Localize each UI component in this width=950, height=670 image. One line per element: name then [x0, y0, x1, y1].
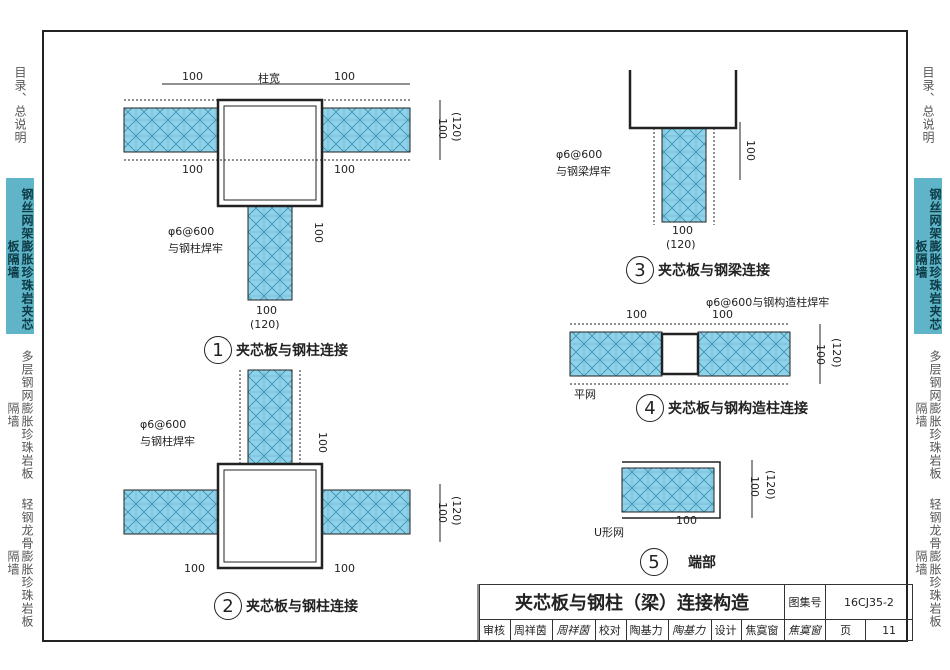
d1-dim-height-alt: (120): [450, 112, 463, 142]
d3-number: 3: [626, 256, 654, 284]
d3-dim-vertical: 100: [744, 140, 757, 161]
d4-mesh-label: 平网: [574, 388, 596, 401]
title-block-title: 夹芯板与钢柱（梁）连接构造: [479, 584, 785, 620]
d1-dim-bottom-right: 100: [334, 163, 355, 176]
reviewer-signature: 周祥茵: [552, 619, 596, 641]
detail-5-drawing: [621, 460, 753, 519]
d4-weld-spec: φ6@600与钢构造柱焊牢: [706, 296, 830, 309]
d4-dim-right: 100: [712, 308, 733, 321]
d5-mesh-label: U形网: [594, 526, 625, 539]
d3-weld-note: 与钢梁焊牢: [556, 165, 611, 178]
d3-dim-bottom: 100: [672, 224, 693, 237]
d5-number: 5: [640, 548, 668, 576]
detail-3-drawing: [628, 70, 741, 225]
d2-dim-vertical: 100: [316, 432, 329, 453]
d4-dim-height: 100: [814, 344, 827, 365]
d2-dim-height-alt: (120): [450, 496, 463, 526]
sidebar-right-item-contents[interactable]: 目录、总说明: [921, 66, 935, 144]
d1-dim-column-width: 柱宽: [258, 72, 280, 85]
d2-weld-note: 与钢柱焊牢: [140, 435, 195, 448]
d2-weld-spec: φ6@600: [140, 418, 187, 431]
d1-dim-bottom: 100: [256, 304, 277, 317]
d4-dim-height-alt: (120): [830, 338, 843, 368]
title-block: 夹芯板与钢柱（梁）连接构造 图集号 16CJ35-2 审核 周祥茵 周祥茵 校对…: [479, 584, 913, 641]
detail-2-drawing: [123, 369, 441, 570]
detail-4-drawing: [569, 323, 821, 385]
checker-signature: 陶基力: [668, 619, 712, 641]
d1-dim-vertical: 100: [312, 222, 325, 243]
sidebar-item-light-steel-keel[interactable]: 轻钢龙骨膨胀珍珠岩板隔墙: [6, 498, 34, 628]
sidebar-item-contents[interactable]: 目录、总说明: [13, 66, 27, 144]
sidebar-right-item-steel-mesh-sandwich[interactable]: 钢丝网架膨胀珍珠岩夹芯板隔墙: [914, 178, 942, 334]
d5-dim-height-alt: (120): [764, 470, 777, 500]
d2-dim-bottom-left: 100: [184, 562, 205, 575]
designer-signature: 焦寞窗: [784, 619, 826, 641]
check-label: 校对: [594, 619, 627, 641]
d3-weld-spec: φ6@600: [556, 148, 603, 161]
d1-number: 1: [204, 336, 232, 364]
sidebar-item-steel-mesh-sandwich[interactable]: 钢丝网架膨胀珍珠岩夹芯板隔墙: [6, 178, 34, 334]
d3-dim-bottom-alt: (120): [666, 238, 696, 251]
d1-dim-height: 100: [436, 118, 449, 139]
review-label: 审核: [479, 619, 511, 641]
sidebar-item-multilayer-mesh[interactable]: 多层钢网膨胀珍珠岩板隔墙: [6, 350, 34, 480]
d5-title-text: 端部: [688, 555, 716, 571]
page-number: 11: [865, 619, 913, 641]
checker-name: 陶基力: [625, 619, 670, 641]
d2-title-text: 夹芯板与钢柱连接: [246, 599, 358, 615]
atlas-number: 16CJ35-2: [825, 584, 913, 620]
d1-dim-bottom-alt: (120): [250, 318, 280, 331]
d4-dim-left: 100: [626, 308, 647, 321]
reviewer-name: 周祥茵: [509, 619, 554, 641]
d2-dim-bottom-right: 100: [334, 562, 355, 575]
d1-dim-bottom-left: 100: [182, 163, 203, 176]
design-label: 设计: [710, 619, 743, 641]
d5-title: 5 端部: [640, 548, 716, 576]
d1-title-text: 夹芯板与钢柱连接: [236, 343, 348, 359]
d2-number: 2: [214, 592, 242, 620]
atlas-label: 图集号: [784, 584, 826, 620]
d4-number: 4: [636, 394, 664, 422]
d5-dim-height: 100: [748, 476, 761, 497]
d1-dim-right: 100: [334, 70, 355, 83]
d3-title-text: 夹芯板与钢梁连接: [658, 263, 770, 279]
drawing-frame: [42, 30, 908, 642]
d2-dim-height: 100: [436, 502, 449, 523]
d1-dim-left: 100: [182, 70, 203, 83]
sidebar-right-item-multilayer-mesh[interactable]: 多层钢网膨胀珍珠岩板隔墙: [914, 350, 942, 480]
d1-weld-spec: φ6@600: [168, 225, 215, 238]
page-label: 页: [824, 619, 867, 641]
d5-dim-bottom: 100: [676, 514, 697, 527]
d1-weld-note: 与钢柱焊牢: [168, 242, 223, 255]
detail-1-drawing: [123, 83, 441, 301]
designer-name: 焦寞窗: [741, 619, 785, 641]
d4-title-text: 夹芯板与钢构造柱连接: [668, 401, 808, 417]
sidebar-right-item-light-steel-keel[interactable]: 轻钢龙骨膨胀珍珠岩板隔墙: [914, 498, 942, 628]
